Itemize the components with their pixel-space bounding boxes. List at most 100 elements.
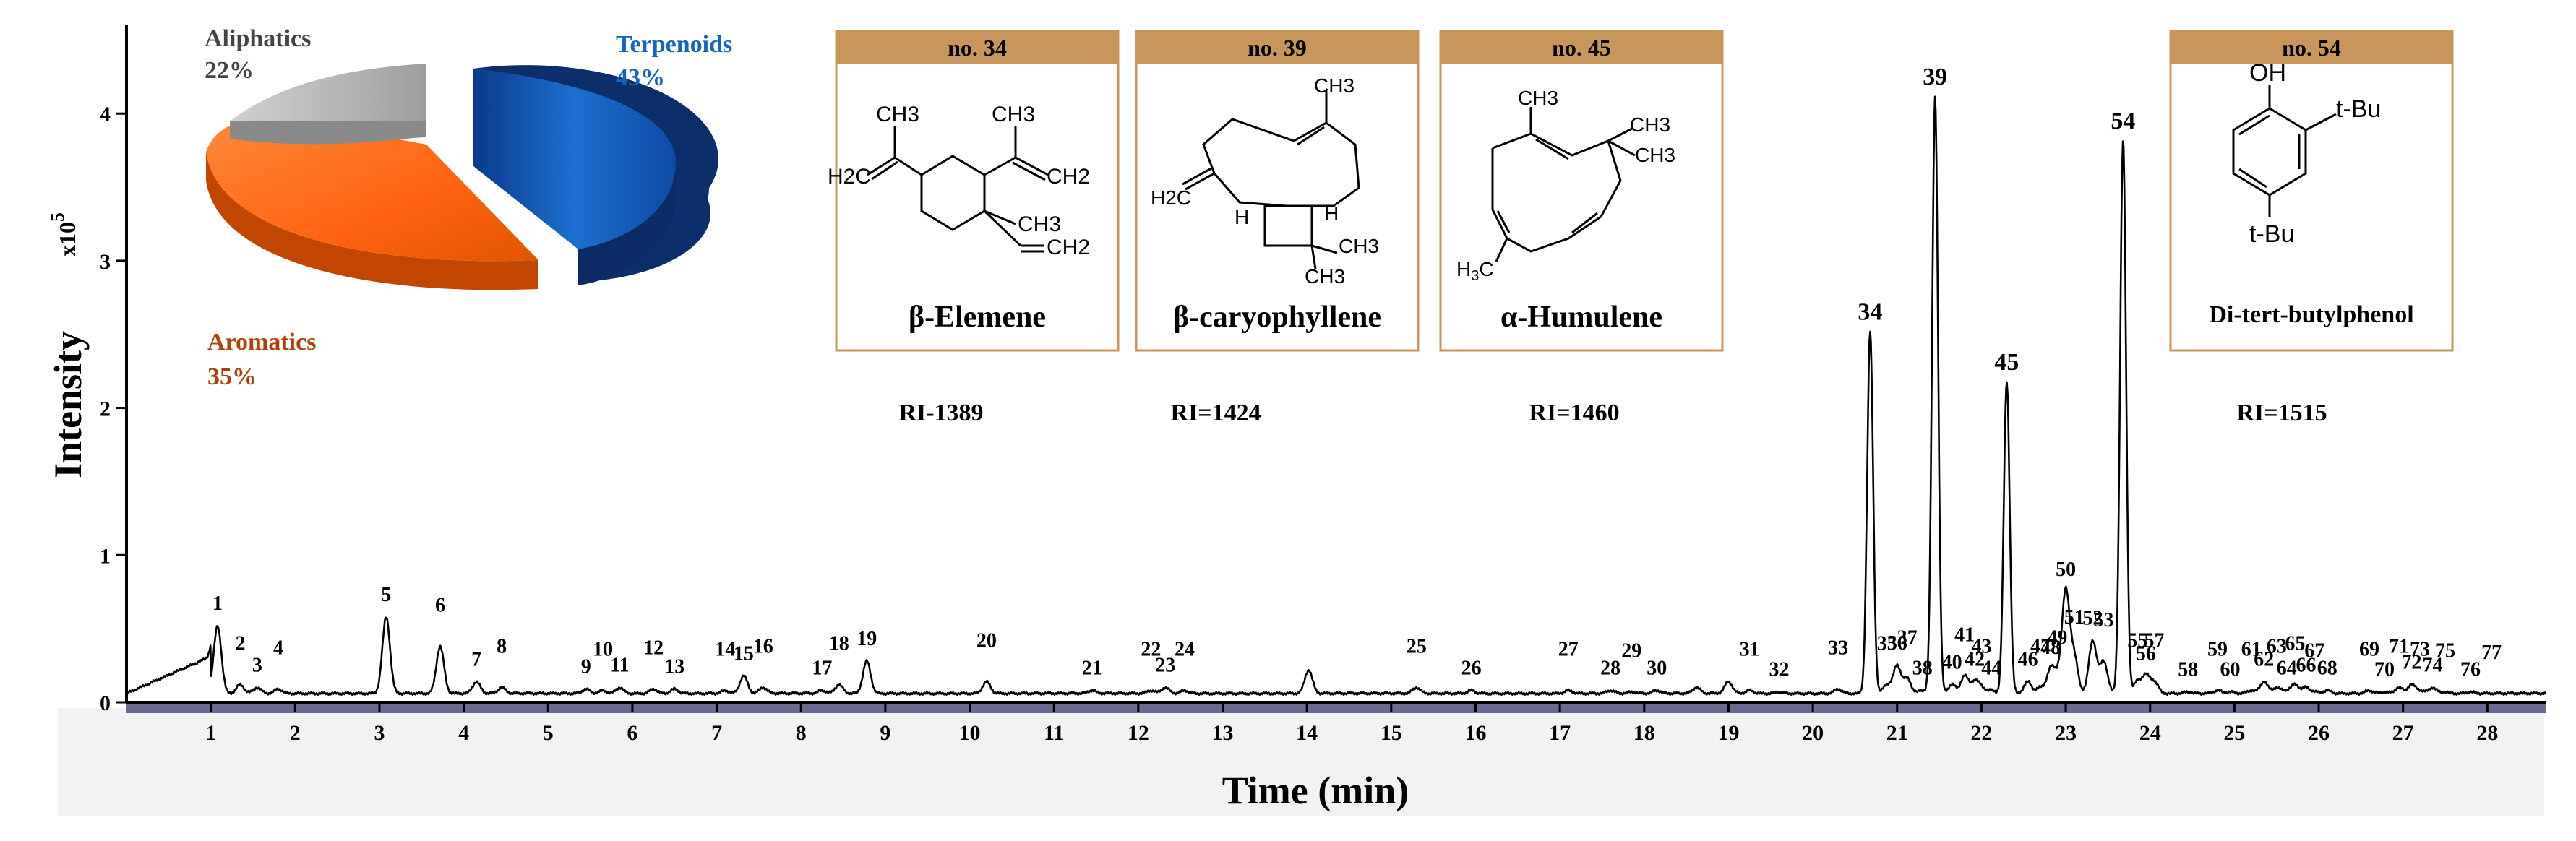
- x-tick-label: 16: [1464, 721, 1486, 745]
- structure-name: α-Humulene: [1500, 301, 1662, 334]
- x-tick-label: 21: [1886, 721, 1908, 745]
- structure-box-45: no. 45 CH3 CH3 CH3 H3C α-Humulene: [1439, 30, 1724, 352]
- structure-peak-number: no. 45: [1552, 35, 1611, 61]
- beta-elemene-skeleton: [867, 126, 1049, 253]
- peak-label: 44: [1981, 657, 2001, 680]
- peak-label: 47: [2030, 636, 2051, 658]
- peak-label: 56: [2136, 642, 2156, 665]
- x-tick-label: 23: [2055, 721, 2077, 745]
- peak-label: 10: [593, 639, 613, 661]
- chem-label-ch3: CH3: [1018, 212, 1061, 236]
- y-tick-label: 0: [100, 691, 111, 715]
- chem-label-ch2: CH2: [1047, 165, 1090, 189]
- peak-label: 55: [2127, 629, 2147, 652]
- peak-label: 6: [435, 595, 445, 617]
- pie-slice-aliphatics: [230, 64, 426, 121]
- y-axis-title-group: Intensity x105: [46, 212, 90, 478]
- peak-label: 37: [1897, 626, 1918, 649]
- peak-label: 49: [2047, 626, 2067, 649]
- peak-label: 61: [2241, 639, 2262, 661]
- peak-label: 26: [1461, 657, 1482, 680]
- y-tick-label: 4: [100, 103, 111, 126]
- di-tert-butylphenol-skeleton: [2232, 85, 2337, 217]
- peak-label: 54: [2111, 108, 2135, 134]
- retention-index: RI=1460: [1529, 400, 1619, 426]
- peak-label: 57: [2144, 629, 2165, 652]
- peak-label: 69: [2359, 639, 2379, 661]
- peak-label: 22: [1141, 639, 1161, 661]
- pie-labels: Aliphatics 22% Terpenoids 43% Aromatics …: [205, 25, 732, 390]
- peak-label: 62: [2254, 648, 2274, 670]
- peak-label: 15: [734, 642, 754, 665]
- chem-label-ch3: CH3: [992, 103, 1035, 126]
- peak-label: 68: [2317, 657, 2337, 680]
- chem-label-ch3: CH3: [1518, 87, 1558, 109]
- peak-label: 23: [1155, 655, 1175, 677]
- x-tick-label: 11: [1044, 721, 1064, 745]
- peak-label: 27: [1558, 639, 1579, 661]
- peak-label: 40: [1942, 652, 1962, 674]
- pie-slice-aliphatics-rim: [230, 121, 426, 145]
- y-tick-label: 1: [100, 544, 111, 568]
- peak-label: 5: [381, 584, 391, 606]
- x-tick-label: 1: [205, 721, 216, 745]
- chem-label-h: H: [1235, 206, 1249, 228]
- structure-name: β-caryophyllene: [1173, 301, 1381, 334]
- structure-header-bg: [1136, 31, 1418, 64]
- peak-label: 48: [2040, 637, 2061, 659]
- pie-pct-aromatics: 35%: [207, 363, 257, 390]
- x-tick-label: 9: [880, 721, 890, 745]
- peak-label: 74: [2423, 655, 2443, 677]
- chem-label-ch3: CH3: [1630, 113, 1670, 136]
- axis-band: [58, 708, 2544, 816]
- peak-label: 17: [812, 657, 832, 680]
- peak-label: 7: [471, 648, 481, 670]
- peak-label: 67: [2304, 640, 2324, 663]
- chem-label-tbu: t-Bu: [2336, 95, 2381, 123]
- peak-label: 29: [1621, 640, 1641, 663]
- x-axis-bar: [126, 704, 2546, 713]
- peak-label: 65: [2285, 633, 2305, 655]
- peak-label: 18: [829, 633, 849, 655]
- x-tick-label: 8: [796, 721, 807, 745]
- peak-label: 41: [1954, 624, 1975, 646]
- chromatogram-trace: [125, 95, 2547, 696]
- peak-label: 42: [1965, 648, 1985, 670]
- x-tick-label: 26: [2308, 721, 2330, 745]
- x-tick-label: 17: [1549, 721, 1571, 745]
- chem-label-ch3: CH3: [1314, 74, 1354, 97]
- pie-label-aromatics: Aromatics: [207, 329, 316, 355]
- alpha-humulene-skeleton: [1491, 107, 1636, 262]
- chem-label-tbu: t-Bu: [2249, 220, 2294, 248]
- chem-label-h2c: H2C: [1151, 186, 1191, 209]
- chem-label-ch3: CH3: [1635, 144, 1675, 166]
- peak-label: 3: [252, 655, 262, 677]
- peak-label: 53: [2094, 609, 2114, 631]
- structure-header-bg: [836, 31, 1118, 64]
- chem-label-oh: OH: [2249, 59, 2286, 87]
- retention-index: RI=1515: [2236, 400, 2327, 426]
- structure-header-bg: [2171, 31, 2452, 64]
- structure-box-34: no. 34 CH3 CH3 H2C CH2 CH3 CH2 β-Elemene: [828, 30, 1120, 352]
- x-tick-label: 12: [1128, 721, 1149, 745]
- structure-box-frame: [2169, 30, 2454, 352]
- x-tick-label: 3: [374, 721, 385, 745]
- peak-label: 63: [2267, 636, 2287, 658]
- peak-label: 16: [753, 636, 773, 658]
- pie-slice-terpenoids-rim: [578, 163, 676, 285]
- x-axis-title: Time (min): [1222, 769, 1409, 812]
- retention-index: RI=1424: [1170, 400, 1261, 426]
- peak-label: 59: [2207, 639, 2228, 661]
- peak-label: 52: [2082, 607, 2103, 629]
- structure-box-39: no. 39 CH3 H2C H H CH3 CH3 β-caryophylle…: [1135, 30, 1420, 352]
- peak-label: 31: [1740, 639, 1760, 661]
- peak-label: 39: [1923, 64, 1947, 90]
- chem-label-ch3: CH3: [876, 103, 919, 126]
- pie-pct-terpenoids: 43%: [616, 64, 665, 91]
- x-tick-label: 13: [1212, 721, 1234, 745]
- peak-label: 73: [2410, 639, 2430, 661]
